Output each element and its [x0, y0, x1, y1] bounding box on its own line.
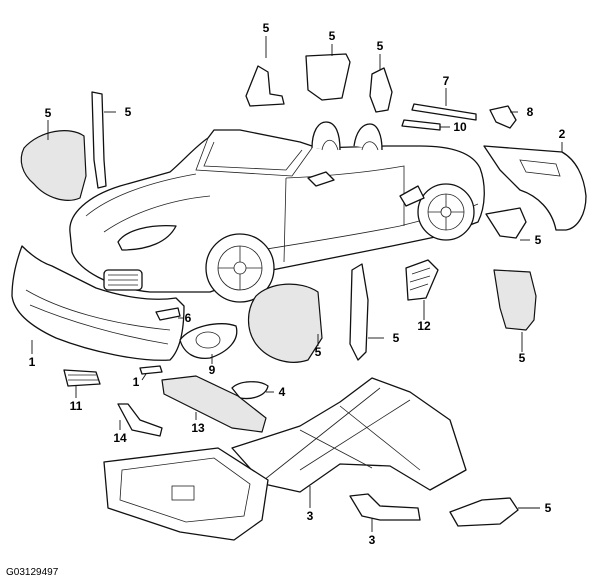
- front-inner-wheel-liner: [247, 283, 323, 363]
- callout-13: 13: [191, 421, 205, 435]
- strip-14: [117, 403, 163, 437]
- cover-top-center: [305, 53, 351, 101]
- underbody-tray: [103, 447, 269, 541]
- rear-liner-right: [493, 269, 537, 331]
- callout-5-top-center: 5: [329, 29, 336, 43]
- underbody-panel-13: [161, 375, 267, 433]
- callout-3-bracket: 3: [369, 533, 376, 547]
- callout-5-inner-liner: 5: [315, 345, 322, 359]
- bracket-top-right: [369, 67, 393, 113]
- callout-5-front-liner: 5: [45, 106, 52, 120]
- strut-panel: [91, 91, 107, 189]
- callout-5-sill: 5: [545, 501, 552, 515]
- callout-14: 14: [113, 431, 127, 445]
- callout-8: 8: [527, 105, 534, 119]
- underbody-brace: [231, 377, 467, 493]
- rear-bumper: [483, 145, 587, 231]
- callout-1-clip: 1: [133, 375, 140, 389]
- bracket-6: [155, 307, 181, 321]
- front-bumper: [11, 245, 185, 361]
- bracket-8: [489, 105, 517, 129]
- callout-3-brace: 3: [307, 509, 314, 523]
- clip-10: [401, 119, 441, 131]
- callout-5-strut: 5: [125, 105, 132, 119]
- intake-grille: [63, 369, 101, 387]
- sill-panel-right: [449, 497, 519, 527]
- callouts: 5 5 5 7 8 10 5 5 2 5 6 9 5 5 12 5 4 1 1 …: [29, 21, 566, 547]
- rear-bracket-right: [485, 207, 527, 239]
- front-wheel-housing-liner: [20, 130, 87, 201]
- trim-strip: [411, 103, 477, 121]
- fog-light-cover: [179, 323, 238, 360]
- callout-10: 10: [453, 120, 467, 134]
- callout-5-top-left: 5: [263, 21, 270, 35]
- bracket-top-left: [245, 65, 285, 107]
- callout-9: 9: [209, 363, 216, 377]
- callout-1-bumper: 1: [29, 355, 36, 369]
- underbody-bracket: [349, 493, 421, 521]
- side-grille: [405, 259, 439, 301]
- callout-4: 4: [279, 385, 286, 399]
- clip-1: [139, 365, 163, 375]
- callout-5-side-panel: 5: [393, 331, 400, 345]
- callout-12: 12: [417, 319, 431, 333]
- callout-5-rear-liner: 5: [519, 351, 526, 365]
- leader-lines: [31, 36, 563, 532]
- callout-5-top-right: 5: [377, 39, 384, 53]
- callout-11: 11: [70, 399, 83, 413]
- side-panel-center: [349, 263, 369, 361]
- callout-7: 7: [443, 74, 450, 88]
- cover-4: [231, 381, 269, 400]
- car-body: [69, 121, 485, 303]
- callout-6: 6: [185, 311, 192, 325]
- diagram-code: G03129497: [6, 567, 59, 578]
- callout-5-rear-bracket: 5: [535, 233, 542, 247]
- callout-2: 2: [559, 127, 566, 141]
